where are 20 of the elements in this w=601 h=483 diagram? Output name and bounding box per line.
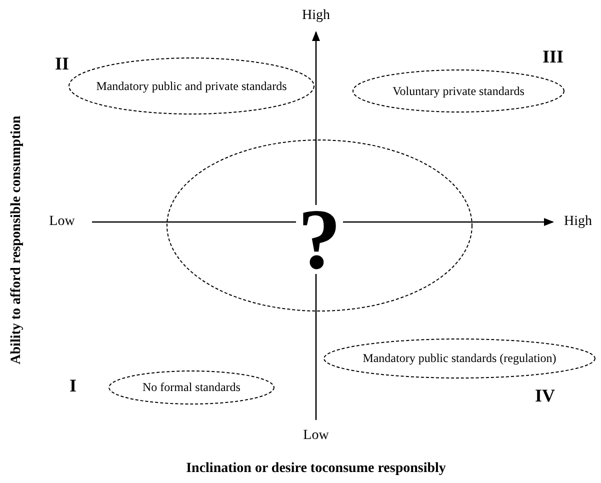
dashed-ellipse (323, 338, 596, 379)
dashed-ellipse (68, 57, 315, 115)
dashed-ellipse (108, 370, 275, 405)
axis-end-label: Low (303, 428, 329, 444)
ellipse-label: Voluntary private standards (392, 84, 524, 98)
quadrant-number: IV (535, 386, 555, 406)
axis-title: Inclination or desire toconsume responsibly (186, 461, 446, 477)
axis-title: Ability to afford responsible consumption (9, 116, 25, 364)
axis-end-label: High (302, 8, 330, 24)
ellipse-label: Mandatory public standards (regulation) (362, 351, 556, 366)
quadrant-number: I (70, 376, 76, 396)
quadrant-number: III (542, 46, 564, 68)
ellipse-label: No formal standards (142, 380, 240, 395)
dashed-ellipse (352, 69, 565, 113)
dashed-ellipse (166, 139, 473, 312)
axis-end-label: Low (49, 214, 75, 230)
ellipse-label: Mandatory public and private standards (96, 78, 287, 94)
question-mark: ? (296, 205, 343, 274)
axis-end-label: High (564, 214, 592, 230)
quadrant-number: II (55, 54, 69, 74)
